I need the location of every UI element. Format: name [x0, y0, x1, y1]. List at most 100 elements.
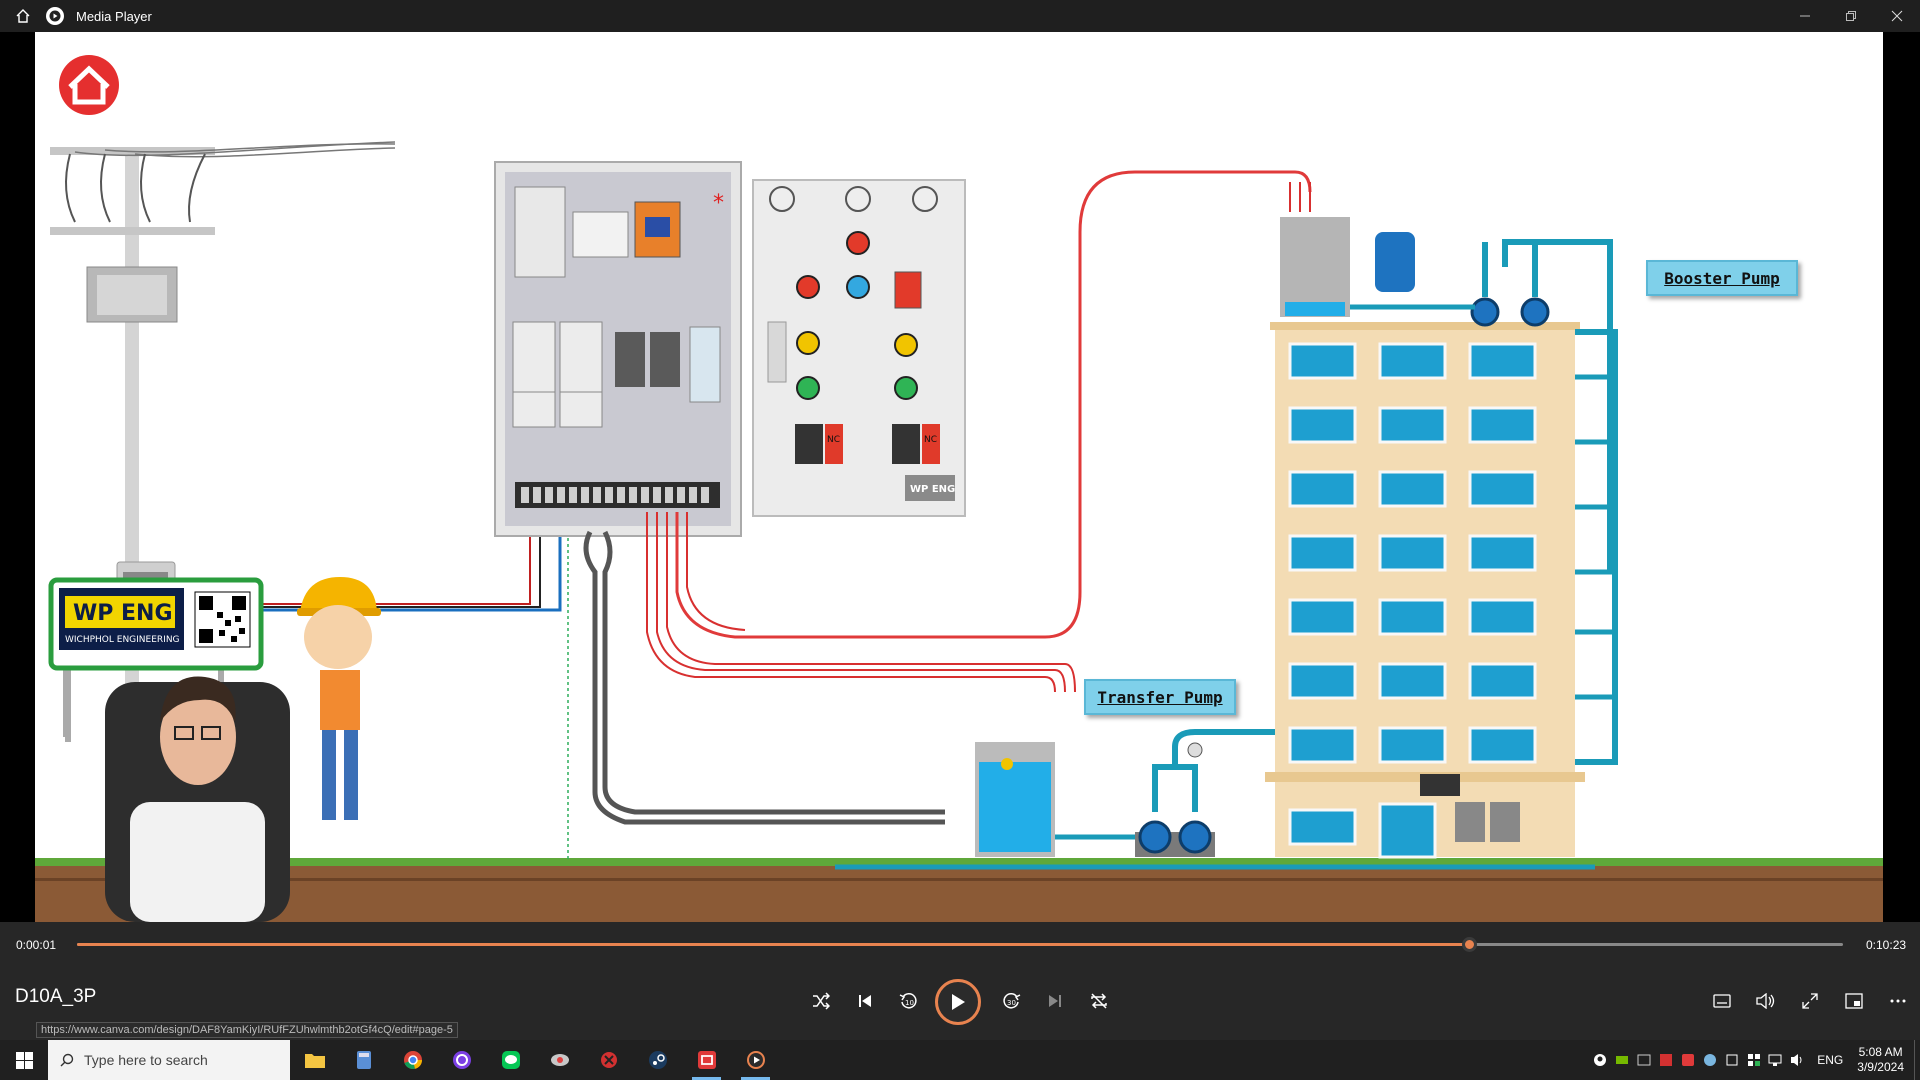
forward-30-button[interactable]: 30 [991, 979, 1031, 1023]
app-red-icon [600, 1052, 617, 1068]
clock-date: 3/9/2024 [1857, 1060, 1904, 1074]
next-button[interactable] [1035, 979, 1075, 1023]
seek-thumb[interactable] [1461, 937, 1477, 952]
apartment-building [1265, 182, 1618, 859]
media-player-app-icon [46, 7, 64, 25]
repeat-button[interactable] [1079, 979, 1119, 1023]
clock-time: 5:08 AM [1858, 1045, 1903, 1059]
previous-button[interactable] [845, 979, 885, 1023]
volume-button[interactable] [1746, 979, 1786, 1023]
windows-icon [15, 1051, 33, 1069]
tray-icon-7[interactable] [1721, 1040, 1743, 1080]
line-icon [501, 1051, 520, 1069]
taskbar-app-purple[interactable] [437, 1040, 486, 1080]
rewind-10-button[interactable]: 10 [889, 979, 929, 1023]
language-indicator[interactable]: ENG [1817, 1053, 1844, 1067]
rewind-10-icon: 10 [899, 993, 917, 1009]
forward-30-icon: 30 [1003, 993, 1021, 1009]
seek-progress [77, 943, 1469, 946]
purple-app-icon [452, 1051, 471, 1069]
close-button[interactable] [1874, 0, 1920, 32]
app-icon [550, 1054, 569, 1066]
slide-home-icon [59, 55, 119, 115]
taskbar-line[interactable] [486, 1040, 535, 1080]
taskbar: Type here to search [0, 1040, 1920, 1080]
company-sign: WP ENG WICHPHOL ENGINEERING [48, 577, 264, 742]
taskbar-media-player[interactable] [731, 1040, 780, 1080]
fullscreen-button[interactable] [1790, 979, 1830, 1023]
tray-icon-8[interactable] [1743, 1040, 1765, 1080]
operator-panel: NC NC WP ENG [752, 179, 966, 517]
taskbar-app-shield[interactable] [535, 1040, 584, 1080]
tray-nvidia-icon[interactable] [1611, 1040, 1633, 1080]
transfer-pump-set [835, 452, 1595, 870]
video-area[interactable]: * [0, 32, 1920, 922]
system-tray: ENG 5:08 AM 3/9/2024 [1589, 1040, 1920, 1080]
elapsed-time: 0:00:01 [16, 938, 57, 952]
more-options-button[interactable] [1878, 979, 1918, 1023]
taskbar-file-explorer[interactable] [290, 1040, 339, 1080]
taskbar-steam[interactable] [633, 1040, 682, 1080]
taskbar-chrome[interactable] [388, 1040, 437, 1080]
shuffle-button[interactable] [801, 979, 841, 1023]
total-time: 0:10:23 [1866, 938, 1907, 952]
show-desktop-button[interactable] [1914, 1040, 1920, 1080]
restore-button[interactable] [1828, 0, 1874, 32]
nc-label-1: NC [827, 435, 840, 445]
start-button[interactable] [0, 1040, 48, 1080]
taskbar-app-active[interactable] [682, 1040, 731, 1080]
home-icon[interactable] [0, 0, 46, 32]
tray-steam-icon[interactable] [1699, 1040, 1721, 1080]
search-icon [60, 1053, 74, 1067]
electrical-diagram: * [35, 55, 1883, 922]
engineer-cartoon [297, 577, 381, 820]
svg-text:30: 30 [1007, 999, 1016, 1007]
status-url: https://www.canva.com/design/DAF8YamKiyI… [36, 1022, 458, 1038]
play-icon [952, 994, 965, 1010]
minimize-button[interactable] [1782, 0, 1828, 32]
tray-icon-1[interactable] [1589, 1040, 1611, 1080]
clock[interactable]: 5:08 AM 3/9/2024 [1857, 1045, 1904, 1075]
seek-bar[interactable] [77, 937, 1843, 952]
title-bar: Media Player [0, 0, 1920, 32]
folder-icon [304, 1054, 325, 1068]
media-title: D10A_3P [15, 986, 97, 1007]
next-icon [1049, 995, 1061, 1007]
shuffle-icon [813, 992, 830, 1010]
mini-player-button[interactable] [1834, 979, 1874, 1023]
speaker-icon[interactable] [1787, 1040, 1809, 1080]
captions-icon [1713, 994, 1731, 1008]
logo-company-name: WICHPHOL ENGINEERING [65, 635, 180, 645]
previous-icon [859, 995, 871, 1007]
play-button[interactable] [935, 979, 981, 1025]
app-active-icon [697, 1051, 716, 1069]
calculator-icon [356, 1051, 371, 1069]
fullscreen-icon [1802, 993, 1818, 1009]
more-icon [1890, 999, 1906, 1003]
panel-logo-text: WP ENG [910, 484, 955, 495]
tray-icon-4[interactable] [1655, 1040, 1677, 1080]
transfer-pump-label: Transfer Pump [1084, 679, 1236, 715]
logo-brand-right: ENG [121, 601, 173, 626]
search-placeholder: Type here to search [84, 1052, 208, 1068]
media-player-icon [746, 1051, 765, 1069]
nc-label-2: NC [924, 435, 937, 445]
player-controls: 0:00:01 0:10:23 D10A_3P 10 30 [0, 922, 1920, 1060]
search-box[interactable]: Type here to search [48, 1040, 290, 1080]
svg-text:*: * [713, 191, 724, 216]
tray-icon-5[interactable] [1677, 1040, 1699, 1080]
repeat-off-icon [1091, 993, 1107, 1009]
video-frame: * [35, 32, 1883, 922]
taskbar-calculator[interactable] [339, 1040, 388, 1080]
svg-text:10: 10 [905, 999, 914, 1007]
captions-button[interactable] [1702, 979, 1742, 1023]
volume-icon [1756, 993, 1775, 1009]
tray-icon-3[interactable] [1633, 1040, 1655, 1080]
mini-player-icon [1845, 993, 1863, 1009]
logo-brand-left: WP [73, 601, 113, 626]
steam-icon [648, 1051, 667, 1069]
taskbar-app-red[interactable] [584, 1040, 633, 1080]
presenter-avatar [105, 676, 290, 922]
network-icon[interactable] [1765, 1040, 1787, 1080]
